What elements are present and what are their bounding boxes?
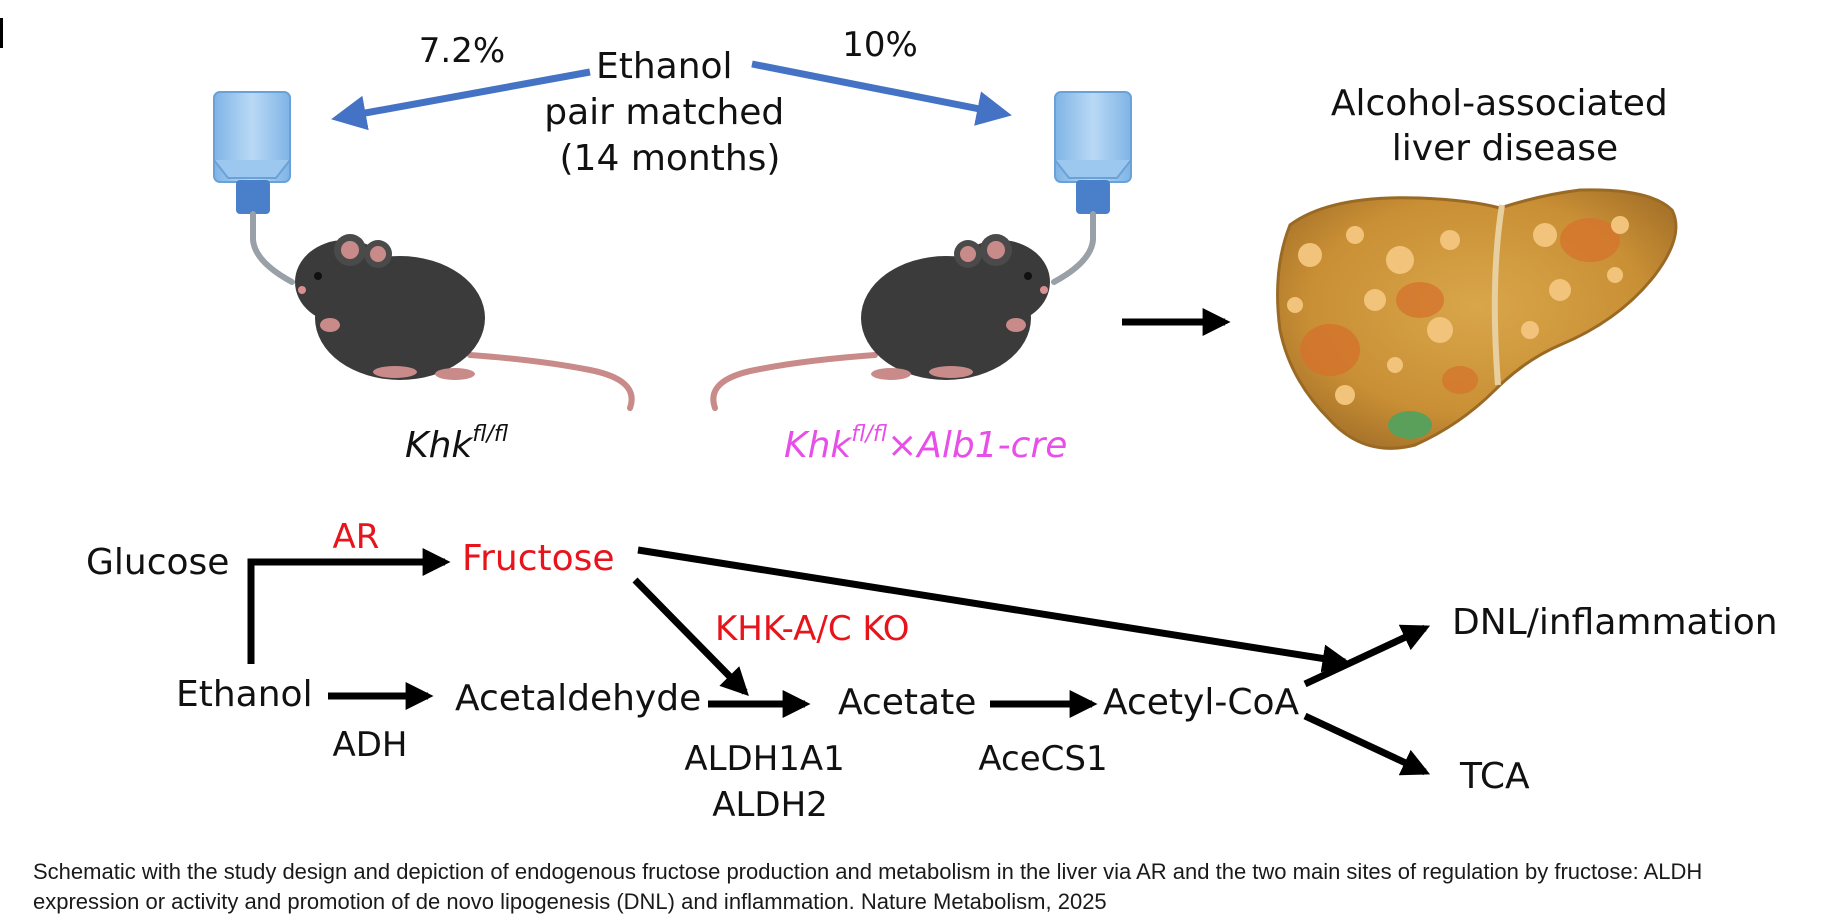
left-dose-arrow (331, 68, 591, 131)
fructose-to-dnl-arrow (637, 546, 1351, 673)
caption-line-1: Schematic with the study design and depi… (33, 859, 1703, 884)
acetyl-coa-label: Acetyl-CoA (1103, 682, 1300, 723)
control-mouse-icon (295, 234, 635, 411)
diseased-liver-icon (1276, 188, 1678, 450)
right-water-bottle-icon (1051, 91, 1132, 285)
figure-caption: Schematic with the study design and depi… (33, 857, 1813, 917)
ethanol-pair-matched-label: Ethanol pair matched (14 months) (544, 46, 795, 179)
glucose-to-fructose-arrow (247, 548, 451, 664)
knockout-mouse-icon (710, 234, 1050, 411)
right-dose-label: 10% (842, 25, 918, 65)
khk-ko-label: KHK-A/C KO (715, 609, 910, 649)
control-genotype-label: Khkfl/fl (405, 422, 509, 466)
acetaldehyde-label: Acetaldehyde (455, 678, 701, 719)
fructose-to-aldh-arrow (632, 577, 749, 696)
acecs1-enzyme-label: AceCS1 (978, 739, 1107, 779)
aldh-enzymes-label: ALDH1A1 ALDH2 (684, 739, 855, 825)
fructose-label: Fructose (462, 538, 615, 579)
ar-enzyme-label: AR (333, 517, 380, 557)
acetyl-coa-to-dnl-arrow (1303, 624, 1431, 688)
corner-mark (0, 18, 3, 48)
right-dose-arrow (751, 60, 1012, 126)
dnl-inflammation-label: DNL/inflammation (1452, 602, 1778, 643)
left-water-bottle-icon (213, 91, 295, 285)
caption-line-2: expression or activity and promotion of … (33, 889, 1107, 914)
acetate-label: Acetate (838, 682, 976, 723)
acetyl-coa-to-tca-arrow (1303, 712, 1431, 776)
left-dose-label: 7.2% (419, 31, 505, 71)
adh-enzyme-label: ADH (332, 725, 407, 765)
outcome-label: Alcohol-associated liver disease (1331, 83, 1679, 169)
ethanol-pathway-label: Ethanol (176, 674, 313, 715)
knockout-genotype-label: Khkfl/fl×Alb1-cre (784, 422, 1067, 466)
tca-label: TCA (1459, 756, 1530, 797)
glucose-label: Glucose (86, 542, 229, 583)
